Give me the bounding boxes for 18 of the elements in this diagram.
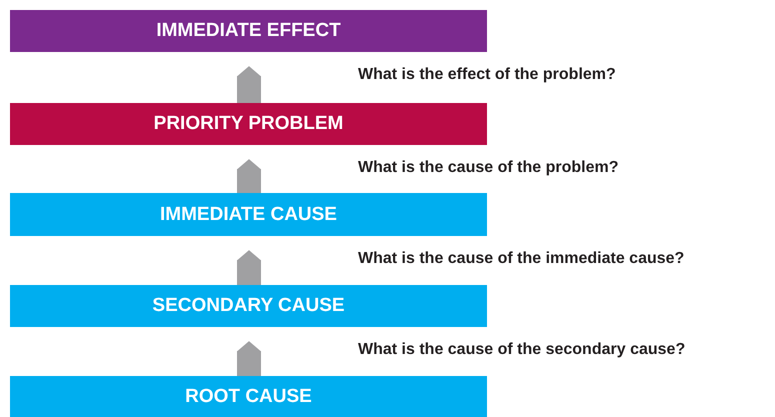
question-text: What is the cause of the immediate cause? [358,250,684,268]
bar-label: ROOT CAUSE [185,386,312,408]
cause-bar [10,285,487,327]
bar-label: SECONDARY CAUSE [152,295,345,317]
up-arrow [237,66,261,103]
cause-bar [10,376,487,417]
up-arrow [237,159,261,193]
up-arrow [237,341,261,376]
cause-bar [10,103,487,145]
question-text: What is the cause of the problem? [358,159,618,177]
question-text: What is the cause of the secondary cause? [358,341,686,359]
bar-label: PRIORITY PROBLEM [154,113,344,135]
bar-label: IMMEDIATE EFFECT [156,20,341,42]
cause-bar [10,193,487,236]
question-text: What is the effect of the problem? [358,66,616,84]
up-arrow [237,250,261,285]
cause-bar [10,10,487,52]
bar-label: IMMEDIATE CAUSE [160,204,337,226]
